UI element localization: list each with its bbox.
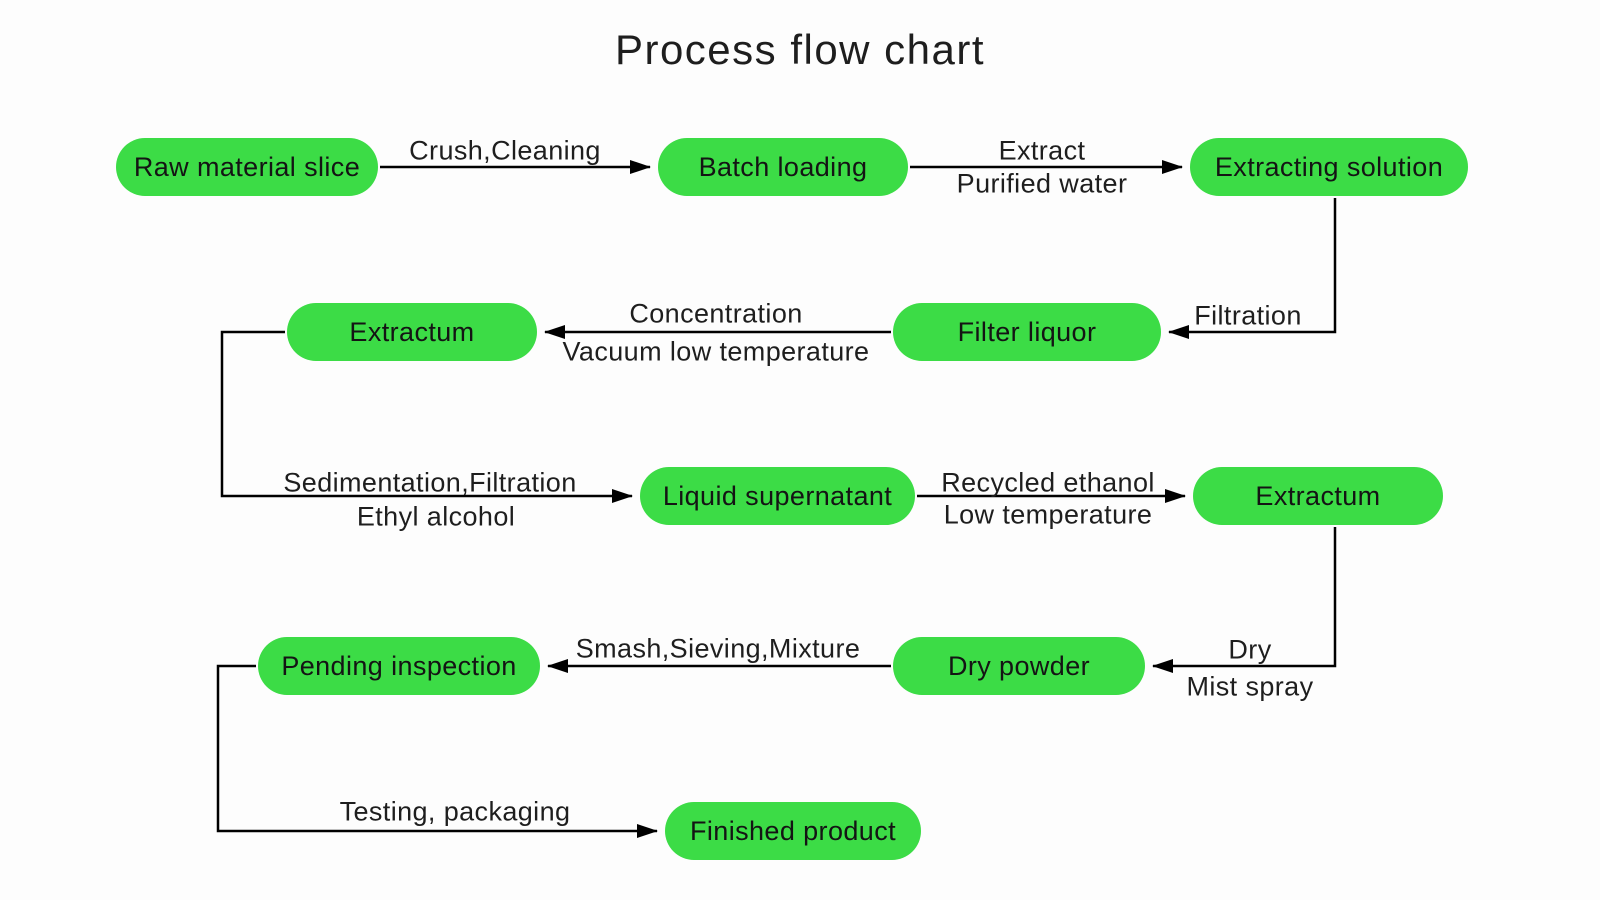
- flow-node-extracting-solution: Extracting solution: [1190, 138, 1468, 196]
- flow-node-finished-product: Finished product: [665, 802, 921, 860]
- flow-node-label: Filter liquor: [957, 316, 1097, 347]
- flow-node-label: Batch loading: [698, 151, 868, 182]
- edge-label-e8: Smash,Sieving,Mixture: [575, 633, 861, 664]
- edge-label-e6: Low temperature: [943, 499, 1153, 530]
- connector-extractum-2-to-dry-powder: [1152, 527, 1337, 673]
- edge-label-e2: Purified water: [956, 168, 1128, 199]
- edge-label-e2: Extract: [998, 135, 1086, 166]
- flow-node-pending-inspection: Pending inspection: [258, 637, 540, 695]
- flow-node-filter-liquor: Filter liquor: [893, 303, 1161, 361]
- edge-label-e3: Filtration: [1194, 300, 1302, 331]
- edge-label-e9: Testing, packaging: [339, 796, 571, 827]
- flow-node-label: Liquid supernatant: [662, 480, 893, 511]
- flow-node-label: Extractum: [349, 316, 475, 347]
- edge-label-e7: Mist spray: [1186, 671, 1314, 702]
- flow-node-label: Dry powder: [947, 650, 1091, 681]
- connector-pending-inspection-to-finished-product: [216, 664, 658, 838]
- edge-label-e1: Crush,Cleaning: [409, 135, 601, 166]
- connector-extracting-solution-to-filter-liquor: [1168, 198, 1337, 339]
- flow-node-raw-material-slice: Raw material slice: [116, 138, 378, 196]
- flow-node-extractum-1: Extractum: [287, 303, 537, 361]
- edge-label-e7: Dry: [1228, 634, 1272, 665]
- flow-node-dry-powder: Dry powder: [893, 637, 1145, 695]
- edge-label-e6: Recycled ethanol: [941, 467, 1155, 498]
- diagram-title: Process flow chart: [614, 26, 986, 73]
- flow-node-label: Extracting solution: [1214, 151, 1444, 182]
- flow-node-extractum-2: Extractum: [1193, 467, 1443, 525]
- flow-node-label: Finished product: [689, 815, 896, 846]
- connector-extractum-1-to-liquid-supernatant: [220, 330, 633, 503]
- flow-node-label: Pending inspection: [281, 650, 517, 681]
- edge-label-e4: Vacuum low temperature: [562, 336, 870, 367]
- flow-node-label: Raw material slice: [133, 151, 361, 182]
- flow-node-label: Extractum: [1255, 480, 1381, 511]
- edge-label-e5: Ethyl alcohol: [356, 501, 516, 532]
- edge-label-e4: Concentration: [629, 298, 803, 329]
- flow-node-liquid-supernatant: Liquid supernatant: [640, 467, 915, 525]
- edge-label-e5: Sedimentation,Filtration: [283, 467, 577, 498]
- flow-node-batch-loading: Batch loading: [658, 138, 908, 196]
